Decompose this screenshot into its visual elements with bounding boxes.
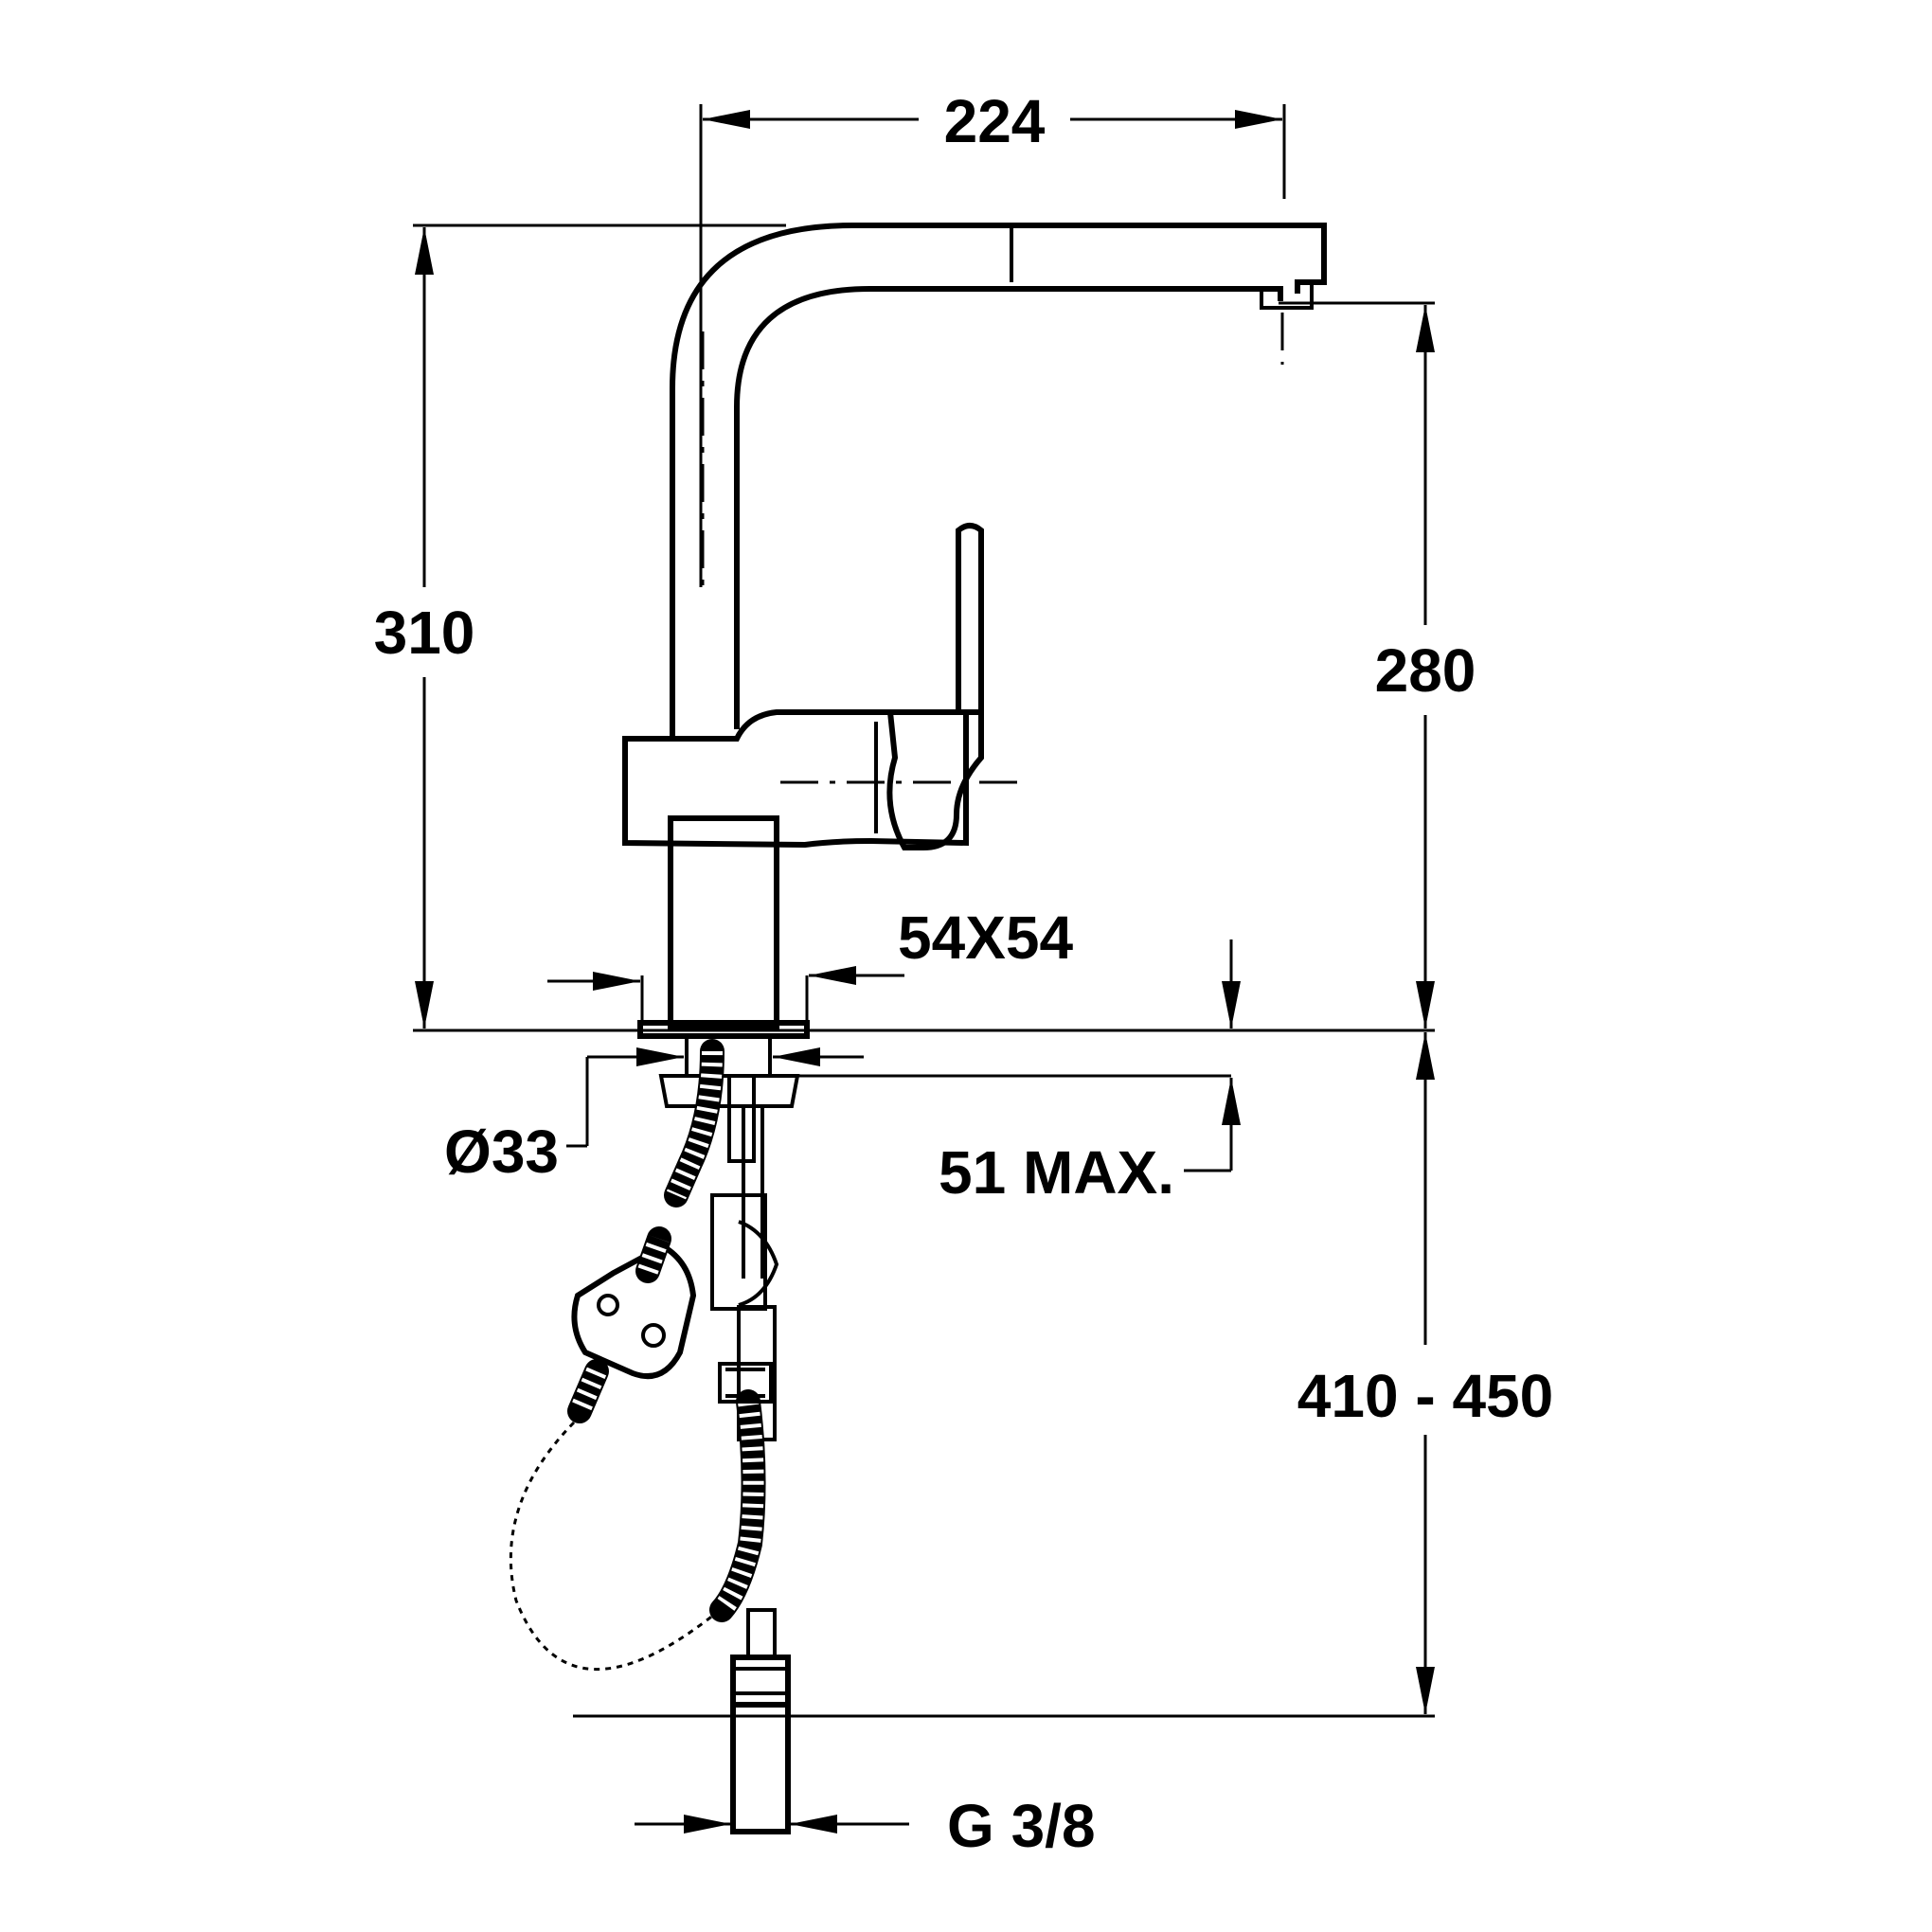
pullout-weight [509,1226,721,1671]
faucet-spout [670,223,1327,737]
inlet-connector [730,1608,791,1834]
dim-hose-length: 410 - 450 [1297,1362,1553,1430]
flexible-hoses [664,1039,773,1622]
dim-deck-thickness: 51 MAX. [939,1138,1174,1207]
lever-handle [886,523,984,850]
dim-connection-thread: G 3/8 [947,1792,1096,1860]
dimension-lines [413,104,1435,1834]
dim-spout-height: 280 [1375,636,1476,705]
dim-base-size: 54X54 [898,903,1073,972]
dim-hole-diameter: Ø33 [444,1118,559,1186]
dim-spout-reach: 224 [944,87,1046,155]
mounting-shank [658,1034,800,1441]
dim-overall-height: 310 [374,599,475,667]
centre-lines [701,313,1284,784]
faucet-body [622,709,969,1039]
